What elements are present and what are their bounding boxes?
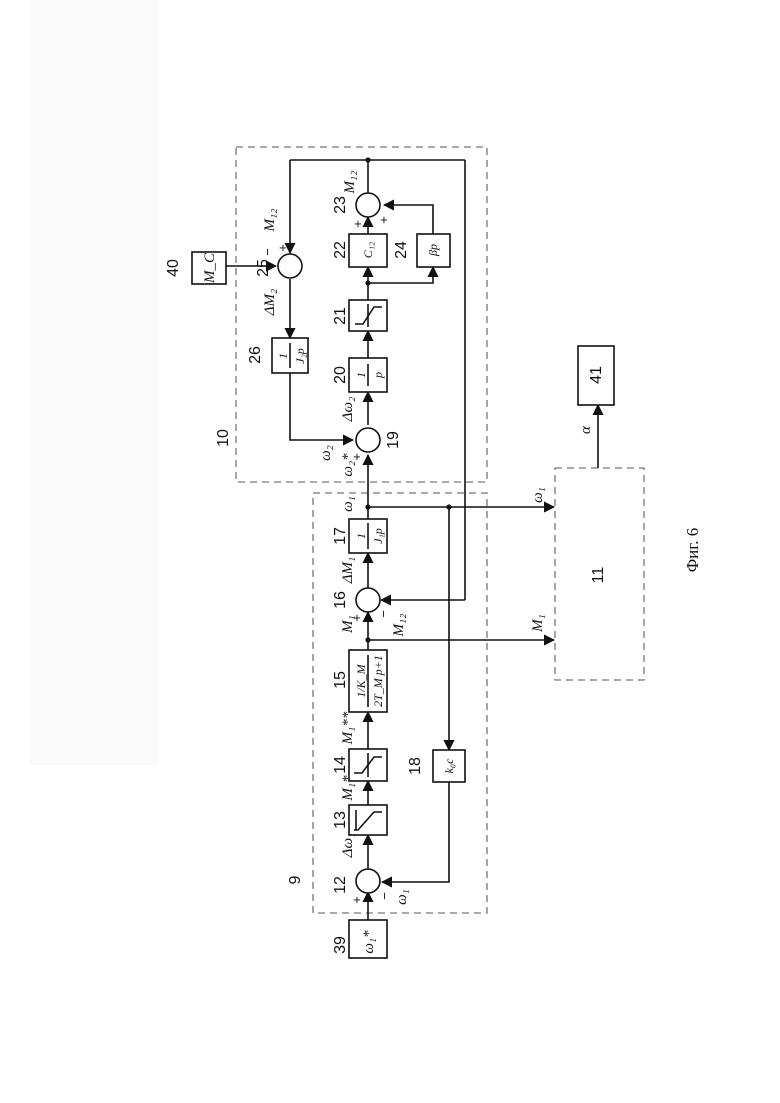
block-39-text: ω₁*	[361, 930, 377, 954]
block-22-label: 22	[332, 241, 349, 259]
summator-25	[278, 254, 302, 278]
signal-w2-star: ω₂*	[340, 453, 356, 477]
block-26-label: 26	[247, 346, 264, 364]
block-24-text: βp	[426, 244, 440, 257]
sign-12-plus: +	[349, 896, 364, 904]
summator-12-label: 12	[332, 876, 349, 894]
block-17-label: 17	[332, 527, 349, 545]
summator-16	[356, 588, 380, 612]
signal-w1-to-11: ω₁	[530, 487, 546, 503]
block-40-label: 40	[165, 259, 182, 277]
block-26-numerator: 1	[276, 353, 290, 359]
signal-m1-to-11: M₁	[530, 614, 546, 633]
sign-25-plus: +	[275, 244, 290, 252]
wire-21-24	[368, 267, 433, 283]
block-21-label: 21	[332, 307, 349, 325]
summator-12	[356, 869, 380, 893]
block-15-denominator: 2T_M p+1	[371, 655, 385, 707]
block-15-numerator: 1/K_M	[354, 663, 368, 697]
sign-12-minus: −	[377, 892, 392, 900]
group-9-label: 9	[287, 875, 304, 884]
block-20-numerator: 1	[354, 372, 368, 378]
sign-23-plus-a: +	[350, 220, 365, 228]
junction-21	[365, 280, 370, 285]
block-20-label: 20	[332, 366, 349, 384]
block-14-label: 14	[332, 756, 349, 774]
signal-w1-out: ω₁	[340, 496, 356, 512]
figure-caption: Фиг. 6	[683, 528, 702, 573]
block-18-text: k₀c	[442, 758, 456, 773]
summator-25-label: 25	[255, 259, 272, 277]
signal-m1: M₁	[340, 615, 356, 634]
signal-m12-upper: M₁₂	[342, 171, 358, 195]
wire-24-23	[384, 205, 433, 234]
block-20-denominator: p	[371, 372, 385, 379]
block-17-denominator: J₁p	[371, 528, 385, 544]
block-22-text: C₁₂	[361, 242, 375, 258]
signal-m12-upper-left: M₁₂	[262, 209, 278, 233]
block-13-label: 13	[332, 811, 349, 829]
block-41-label: 41	[588, 366, 605, 384]
block-15-label: 15	[332, 671, 349, 689]
signal-dw2: Δω₂	[340, 397, 356, 423]
sign-23-plus-b: +	[376, 216, 391, 224]
signal-m1-2star: M₁**	[340, 711, 356, 745]
summator-23	[356, 193, 380, 217]
block-39-label: 39	[332, 936, 349, 954]
block-18-label: 18	[407, 757, 424, 775]
signal-alpha: α	[578, 425, 594, 434]
sign-16-minus: −	[376, 610, 391, 618]
signal-dw1: Δω₁	[340, 833, 356, 859]
signal-dm2: ΔM₂	[262, 289, 278, 317]
signal-dm1: ΔM₁	[340, 557, 356, 585]
signal-w1-fb: ω₁	[394, 889, 410, 905]
signal-m12-lower: M₁₂	[391, 614, 407, 638]
block-26-denominator: J₂p	[293, 348, 307, 364]
summator-16-label: 16	[332, 591, 349, 609]
summator-23-label: 23	[332, 196, 349, 214]
block-40-text: M_C	[202, 252, 218, 284]
sign-25-minus: −	[260, 248, 275, 256]
signal-w2: ω₂	[318, 445, 334, 461]
wire-18-to-12	[382, 782, 449, 882]
summator-19-label: 19	[385, 431, 402, 449]
group-11-label: 11	[590, 567, 607, 584]
group-10-label: 10	[215, 429, 232, 447]
junction-m12	[365, 157, 370, 162]
block-24-label: 24	[393, 241, 410, 259]
summator-19	[356, 428, 380, 452]
signal-m1-star: M₁*	[340, 775, 356, 802]
block-17-numerator: 1	[354, 533, 368, 539]
